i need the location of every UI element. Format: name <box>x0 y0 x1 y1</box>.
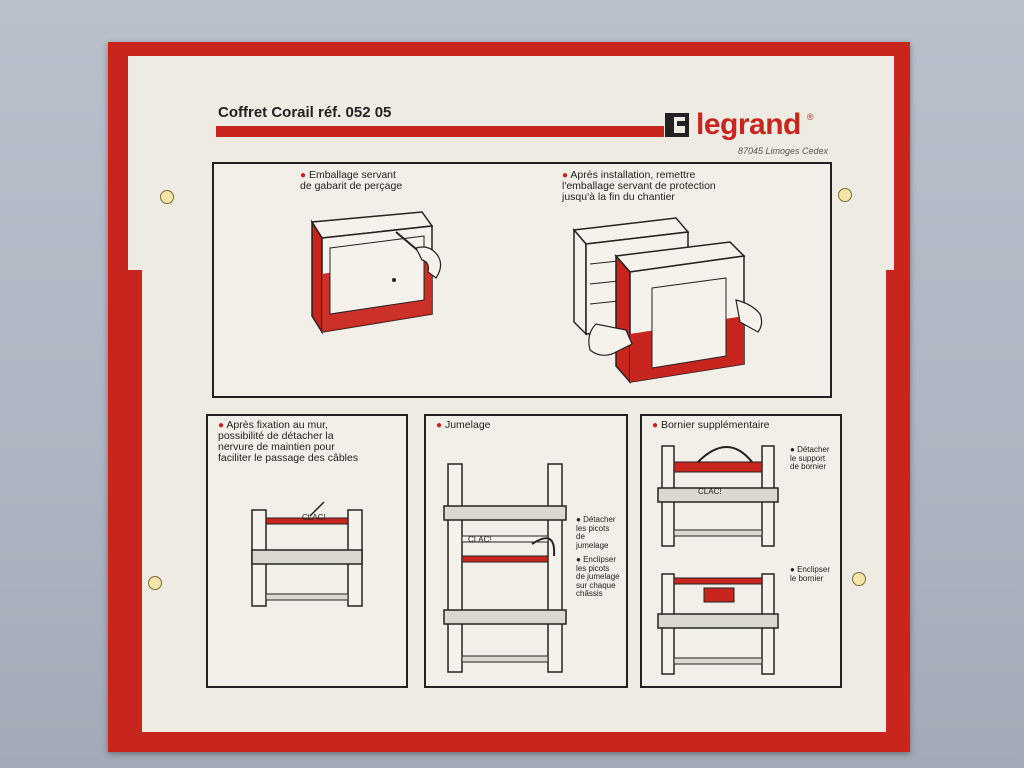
protection-note-line-1: Après installation, remettre <box>570 169 696 181</box>
protection-note-line-3: jusqu'à la fin du chantier <box>562 191 675 203</box>
bullet-dot-icon: ● <box>790 445 795 454</box>
red-stripe-right <box>886 270 910 752</box>
cable-passage-frame: ● Après fixation au mur, possibilité de … <box>206 414 408 688</box>
clip-pins-note: ● Enclipser les picots de jumelage sur c… <box>576 555 620 599</box>
legrand-logo: legrand ® <box>664 108 814 142</box>
template-note-line-1: Emballage servant <box>308 169 396 181</box>
twinning-chassis-illustration <box>443 463 567 673</box>
cable-note-line-4: faciliter le passage des câbles <box>218 452 359 464</box>
extra-terminal-title: ● Bornier supplémentaire <box>652 419 770 432</box>
bullet-dot-icon: ● <box>300 170 307 181</box>
bullet-dot-icon: ● <box>218 420 225 431</box>
protection-note-line-2: l'emballage servant de protection <box>562 180 716 192</box>
bullet-dot-icon: ● <box>576 555 581 564</box>
packaging-instructions-frame: ● Emballage servant de gabarit de perçag… <box>212 162 832 398</box>
protective-cover-illustration <box>572 217 763 384</box>
bullet-dot-icon: ● <box>436 420 443 431</box>
cable-passage-note: ● Après fixation au mur, possibilité de … <box>218 420 358 464</box>
brand-wordmark: legrand <box>696 108 801 141</box>
clac-label: CLAC! <box>698 487 722 496</box>
twinning-frame: ● Jumelage CLAC! ● Détacher les picots d… <box>424 414 628 688</box>
extra-terminal-title-text: Bornier supplémentaire <box>660 419 770 431</box>
legrand-mark-icon <box>665 113 689 137</box>
product-title: Coffret Corail réf. 052 05 <box>218 104 392 121</box>
bullet-dot-icon: ● <box>562 170 569 181</box>
clip-terminal-line-1: Enclipser <box>797 565 830 574</box>
detach-support-note: ● Détacher le support de bornier <box>790 445 830 472</box>
cardboard-box: Coffret Corail réf. 052 05 legrand ® 870… <box>108 42 910 752</box>
title-underline <box>216 126 664 137</box>
terminal-block-illustration <box>657 445 779 675</box>
detach-pins-line-4: jumelage <box>576 540 609 550</box>
cable-note-line-1: Après fixation au mur, <box>226 419 328 431</box>
bullet-dot-icon: ● <box>576 515 581 524</box>
red-stripe-left <box>108 270 142 752</box>
cable-note-line-2: possibilité de détacher la <box>218 430 334 442</box>
cable-note-line-3: nervure de maintien pour <box>218 441 335 453</box>
clip-pins-line-5: châssis <box>576 589 603 598</box>
template-note: ● Emballage servant de gabarit de perçag… <box>300 170 402 192</box>
detach-support-line-2: le support <box>790 453 826 463</box>
detach-pins-line-1: Détacher <box>583 515 616 524</box>
clac-label: CLAC! <box>468 535 492 544</box>
detach-support-line-1: Détacher <box>797 445 830 454</box>
punch-hole <box>148 576 162 590</box>
clip-terminal-line-2: le bornier <box>790 573 824 583</box>
bullet-dot-icon: ● <box>790 565 795 574</box>
brand-address: 87045 Limoges Cedex <box>738 146 829 156</box>
clip-pins-line-4: sur chaque <box>576 580 616 590</box>
clac-label: CLAC! <box>302 513 326 522</box>
twinning-title-text: Jumelage <box>444 419 491 431</box>
clip-pins-line-2: les picots <box>576 563 610 573</box>
punch-hole <box>838 188 852 202</box>
bullet-dot-icon: ● <box>652 420 659 431</box>
detach-support-line-3: de bornier <box>790 462 827 471</box>
registered-mark: ® <box>806 112 814 122</box>
drilling-template-illustration <box>310 211 442 335</box>
protection-note: ● Après installation, remettre l'emballa… <box>562 170 716 203</box>
extra-terminal-frame: ● Bornier supplémentaire CLAC! ● Détache… <box>640 414 842 688</box>
twinning-title: ● Jumelage <box>436 419 491 432</box>
detach-pins-note: ● Détacher les picots de jumelage <box>576 515 616 550</box>
chassis-rib-illustration <box>251 501 363 607</box>
clip-terminal-note: ● Enclipser le bornier <box>790 565 830 583</box>
detach-pins-line-2: les picots <box>576 523 610 533</box>
detach-pins-line-3: de <box>576 532 585 541</box>
clip-pins-line-3: de jumelage <box>576 572 620 581</box>
red-stripe-bottom <box>108 732 910 752</box>
template-note-line-2: de gabarit de perçage <box>300 180 403 192</box>
punch-hole <box>852 572 866 586</box>
clip-pins-line-1: Enclipser <box>583 555 616 564</box>
punch-hole <box>160 190 174 204</box>
